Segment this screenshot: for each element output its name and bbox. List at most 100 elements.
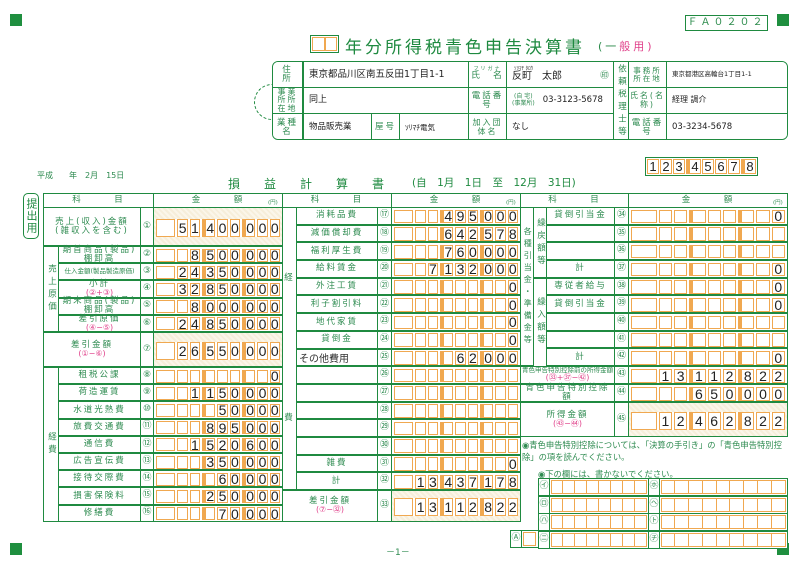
digit-box[interactable] (427, 421, 439, 436)
amount-input[interactable]: 0 (631, 208, 785, 224)
digit-box[interactable] (394, 280, 414, 294)
digit-box[interactable] (718, 516, 731, 528)
digit-box[interactable] (773, 516, 785, 528)
digit-box[interactable]: 0 (217, 218, 228, 237)
digit-box[interactable]: 7 (467, 473, 479, 490)
digit-box[interactable] (495, 297, 506, 312)
digit-box[interactable] (722, 280, 737, 294)
digit-box[interactable]: 0 (257, 488, 268, 505)
digit-box[interactable]: 2 (722, 411, 737, 430)
digit-box[interactable]: 0 (269, 281, 280, 298)
digit-box[interactable] (771, 227, 785, 241)
digit-box[interactable] (427, 315, 439, 330)
digit-box[interactable]: 0 (229, 218, 241, 237)
digit-box[interactable]: 6 (217, 471, 228, 488)
digit-box[interactable] (704, 516, 717, 528)
digit-box[interactable] (156, 341, 176, 360)
digit-box[interactable]: 0 (495, 243, 506, 260)
digit-box[interactable]: 5 (202, 341, 216, 360)
digit-box[interactable]: 5 (202, 247, 216, 263)
digit-box[interactable]: 0 (257, 471, 268, 488)
digit-box[interactable]: 0 (507, 456, 518, 472)
digit-box[interactable] (440, 297, 454, 312)
digit-box[interactable] (156, 455, 176, 469)
digit-box[interactable] (394, 315, 414, 330)
digit-box[interactable] (631, 262, 657, 277)
business-address-field[interactable]: 同上 (303, 87, 469, 114)
digit-box[interactable] (624, 533, 635, 546)
digit-box[interactable]: 0 (507, 243, 518, 260)
digit-box[interactable]: 1 (689, 368, 706, 384)
amount-input[interactable]: 0 (394, 297, 518, 313)
digit-box[interactable]: 0 (229, 454, 241, 471)
digit-box[interactable] (467, 404, 479, 418)
digit-box[interactable]: 5 (217, 315, 228, 332)
tax-office-address-field[interactable]: 東京都港区高輪台1丁目1-1 (666, 62, 787, 88)
digit-box[interactable] (600, 498, 611, 511)
digit-box[interactable] (552, 481, 563, 493)
digit-box[interactable]: 0 (257, 247, 268, 264)
digit-box[interactable]: 0 (229, 505, 241, 522)
digit-box[interactable] (631, 280, 657, 294)
digit-box[interactable]: 0 (257, 505, 268, 522)
digit-box[interactable] (745, 498, 759, 511)
digit-box[interactable] (738, 280, 755, 294)
digit-box[interactable] (415, 262, 426, 277)
digit-box[interactable] (636, 499, 646, 511)
digit-box[interactable] (177, 300, 188, 314)
amount-input[interactable] (631, 227, 785, 241)
digit-box[interactable] (624, 498, 635, 511)
digit-box[interactable]: 0 (507, 332, 518, 349)
digit-box[interactable]: 2 (202, 488, 216, 504)
digit-box[interactable] (156, 300, 176, 314)
digit-box[interactable] (722, 315, 737, 330)
digit-box[interactable]: 6 (189, 341, 201, 360)
digit-box[interactable] (612, 533, 623, 546)
digit-box[interactable] (662, 498, 675, 511)
digit-box[interactable] (704, 498, 717, 511)
digit-box[interactable]: 2 (467, 261, 479, 278)
digit-box[interactable] (202, 403, 216, 418)
digit-box[interactable]: 0 (495, 208, 506, 225)
digit-box[interactable] (631, 411, 657, 430)
digit-box[interactable]: 0 (495, 349, 506, 366)
digit-box[interactable] (189, 507, 201, 521)
digit-box[interactable] (707, 262, 721, 277)
digit-box[interactable] (673, 262, 688, 277)
digit-box[interactable] (427, 297, 439, 312)
digit-box[interactable] (455, 421, 466, 436)
digit-box[interactable]: 0 (269, 385, 280, 402)
digit-box[interactable] (229, 369, 241, 383)
digit-box[interactable]: 0 (507, 314, 518, 331)
digit-box[interactable] (722, 262, 737, 277)
amount-input[interactable] (394, 404, 518, 418)
digit-box[interactable] (455, 280, 466, 294)
digit-box[interactable]: 7 (427, 261, 439, 278)
digit-box[interactable]: 0 (229, 385, 241, 402)
digit-box[interactable] (427, 244, 439, 259)
digit-box[interactable]: 0 (771, 297, 785, 313)
year-box[interactable] (312, 37, 325, 51)
digit-box[interactable]: 3 (455, 261, 466, 278)
digit-box[interactable] (440, 333, 454, 348)
digit-box[interactable] (156, 507, 176, 521)
digit-box[interactable]: 0 (756, 386, 770, 402)
digit-box[interactable] (707, 333, 721, 347)
digit-box[interactable] (673, 386, 688, 401)
office-use-input[interactable] (661, 480, 786, 494)
digit-box[interactable] (624, 481, 635, 493)
digit-box[interactable] (202, 472, 216, 486)
digit-box[interactable]: 5 (229, 419, 241, 436)
digit-box[interactable] (673, 244, 688, 259)
digit-box[interactable]: 5 (217, 385, 228, 402)
digit-box[interactable] (189, 369, 201, 383)
digit-box[interactable]: 2 (756, 411, 770, 430)
digit-box[interactable]: 8 (189, 247, 201, 264)
year-input[interactable] (310, 35, 339, 53)
amount-input[interactable]: 0 (156, 368, 280, 384)
digit-box[interactable]: 7 (217, 505, 228, 522)
digit-box[interactable] (707, 244, 721, 259)
